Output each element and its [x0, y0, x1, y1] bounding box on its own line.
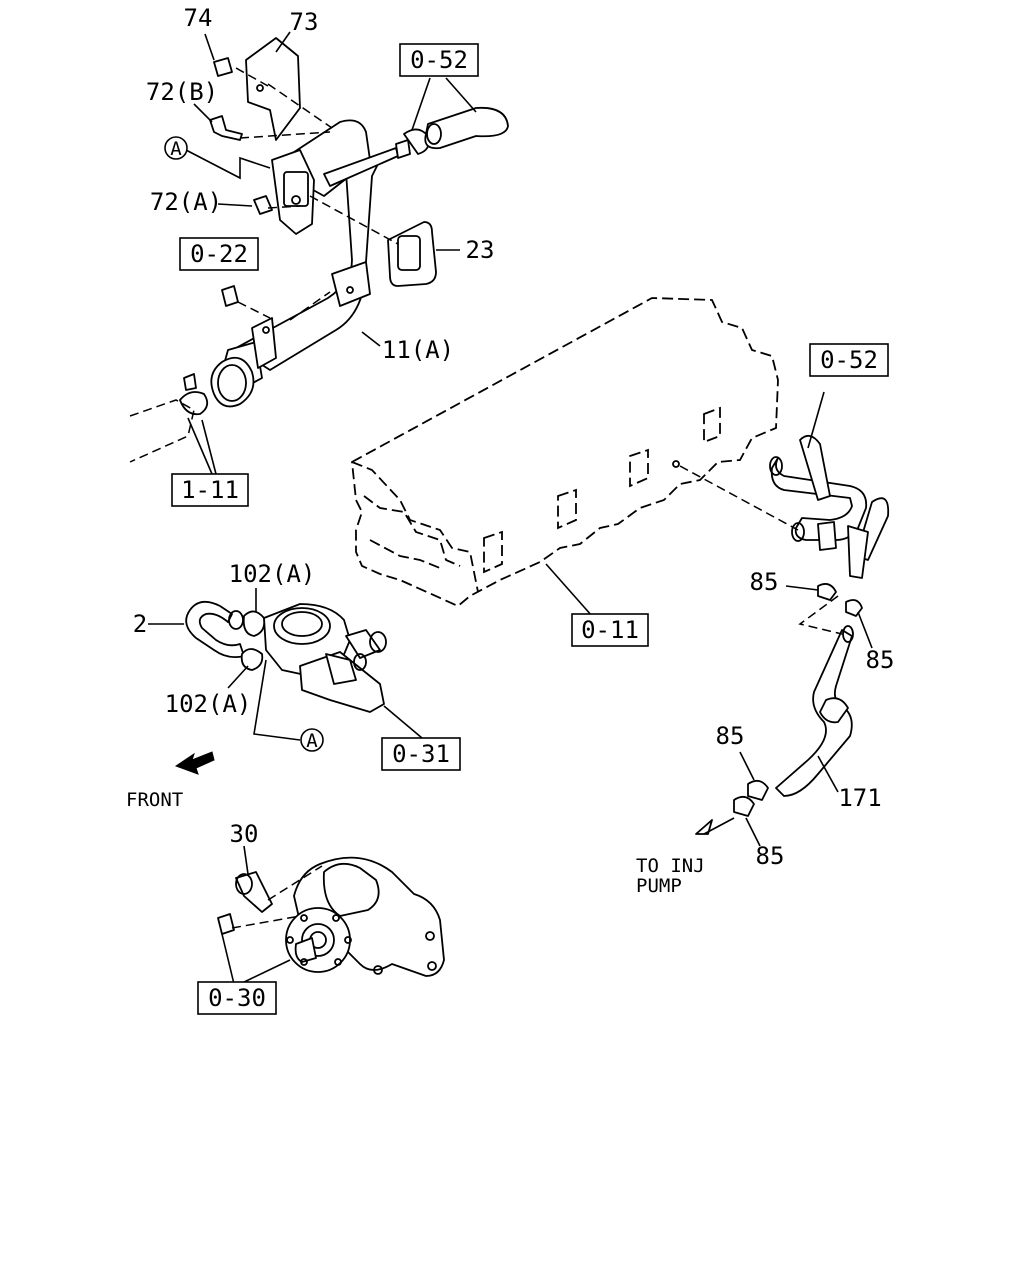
cylinder-head-outline: [351, 297, 779, 608]
injection-pump-water-pipe: [733, 434, 890, 817]
circle-marker-a: [300, 728, 324, 752]
water-outlet-pipe: [129, 37, 509, 463]
front-arrow-icon: [174, 751, 215, 775]
callout-102a-bottom: 102(A): [165, 690, 252, 718]
ref-box-0-30[interactable]: [197, 981, 277, 1015]
callout-2: 2: [133, 610, 147, 638]
ref-box-0-52-right[interactable]: [809, 343, 889, 377]
callout-73: 73: [290, 8, 319, 36]
callout-74: 74: [184, 4, 213, 32]
callout-72a: 72(A): [150, 188, 222, 216]
ref-box-0-11[interactable]: [571, 613, 649, 647]
water-pump: [217, 856, 445, 977]
ref-label-0-52-right: 0-52: [820, 346, 878, 374]
callout-11a: 11(A): [382, 336, 454, 364]
front-label: FRONT: [126, 789, 183, 811]
callout-30: 30: [230, 820, 259, 848]
ref-label-0-11: 0-11: [581, 616, 639, 644]
ref-box-0-52-top[interactable]: [399, 43, 479, 77]
ref-box-0-22[interactable]: [179, 237, 259, 271]
callout-72b: 72(B): [146, 78, 218, 106]
callout-85-d: 85: [756, 842, 785, 870]
ref-label-0-31: 0-31: [392, 740, 450, 768]
circle-marker-a: [164, 136, 188, 160]
callout-85-a: 85: [750, 568, 779, 596]
ref-label-1-11: 1-11: [181, 476, 239, 504]
to-inj-pump-line2: PUMP: [636, 875, 682, 897]
to-inj-pump-line1: TO INJ: [636, 855, 705, 877]
callout-171: 171: [838, 784, 881, 812]
circle-marker-a-label: A: [306, 730, 318, 752]
callout-102a-top: 102(A): [229, 560, 316, 588]
thermostat-housing: [185, 600, 387, 713]
callout-85-c: 85: [716, 722, 745, 750]
callout-85-b: 85: [866, 646, 895, 674]
ref-box-1-11[interactable]: [171, 473, 249, 507]
ref-label-0-30: 0-30: [208, 984, 266, 1012]
ref-label-0-22: 0-22: [190, 240, 248, 268]
callout-23: 23: [466, 236, 495, 264]
ref-label-0-52-top: 0-52: [410, 46, 468, 74]
circle-marker-a-label: A: [170, 138, 182, 160]
ref-box-0-31[interactable]: [381, 737, 461, 771]
